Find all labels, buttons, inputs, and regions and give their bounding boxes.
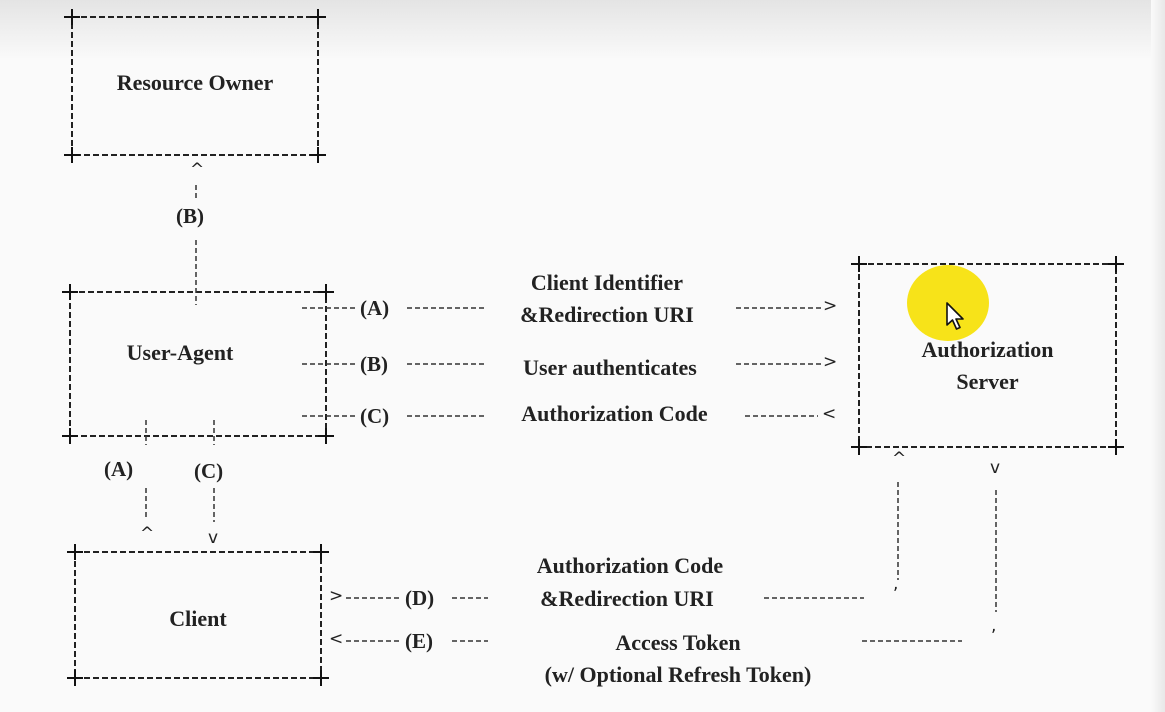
a-right-arrowhead: > bbox=[823, 296, 838, 316]
authorization-code-text-c: Authorization Code bbox=[521, 401, 708, 426]
b-up-arrowhead: ^ bbox=[190, 160, 205, 180]
step-c-vertical-label: (C) bbox=[194, 459, 224, 483]
user-agent-label: User-Agent bbox=[126, 340, 234, 365]
authorization-server-label-line2: Server bbox=[956, 369, 1019, 394]
step-b-vertical-label: (B) bbox=[176, 204, 204, 228]
authorization-code-text-d: Authorization Code bbox=[536, 553, 724, 578]
step-b-label: (B) bbox=[360, 352, 388, 376]
e-tick-mark: , bbox=[991, 616, 997, 636]
step-c-label: (C) bbox=[360, 404, 390, 428]
a-up-arrowhead: ^ bbox=[140, 524, 155, 544]
access-token-text: Access Token bbox=[615, 630, 741, 655]
e-down-arrowhead: v bbox=[990, 458, 1001, 478]
step-d-label: (D) bbox=[405, 586, 435, 610]
step-a-vertical-label: (A) bbox=[104, 457, 134, 481]
step-a-label: (A) bbox=[360, 296, 390, 320]
b-right-arrowhead: > bbox=[823, 352, 838, 372]
client-identifier-text: Client Identifier bbox=[530, 270, 684, 295]
client-box bbox=[74, 551, 322, 679]
resource-owner-box bbox=[71, 16, 319, 156]
resource-owner-label: Resource Owner bbox=[116, 70, 274, 95]
d-right-arrowhead: > bbox=[329, 586, 344, 606]
mouse-pointer-icon bbox=[946, 302, 964, 330]
right-shade bbox=[1151, 0, 1165, 712]
corner-marks bbox=[62, 9, 1124, 686]
redirection-uri-text-a: &Redirection URI bbox=[520, 302, 694, 327]
user-authenticates-text: User authenticates bbox=[523, 355, 697, 380]
authorization-server-box bbox=[858, 263, 1117, 448]
e-left-arrowhead: < bbox=[329, 629, 344, 649]
optional-refresh-token-text: (w/ Optional Refresh Token) bbox=[544, 662, 812, 687]
c-left-arrowhead: < bbox=[822, 404, 837, 424]
d-up-arrowhead: ^ bbox=[892, 449, 907, 469]
top-shade bbox=[0, 0, 1165, 60]
step-e-label: (E) bbox=[405, 629, 433, 653]
redirection-uri-text-d: &Redirection URI bbox=[540, 586, 714, 611]
c-down-arrowhead: v bbox=[208, 528, 219, 548]
authorization-server-label-line1: Authorization bbox=[921, 337, 1054, 362]
client-label: Client bbox=[169, 606, 227, 631]
d-tick-mark: , bbox=[893, 574, 899, 594]
